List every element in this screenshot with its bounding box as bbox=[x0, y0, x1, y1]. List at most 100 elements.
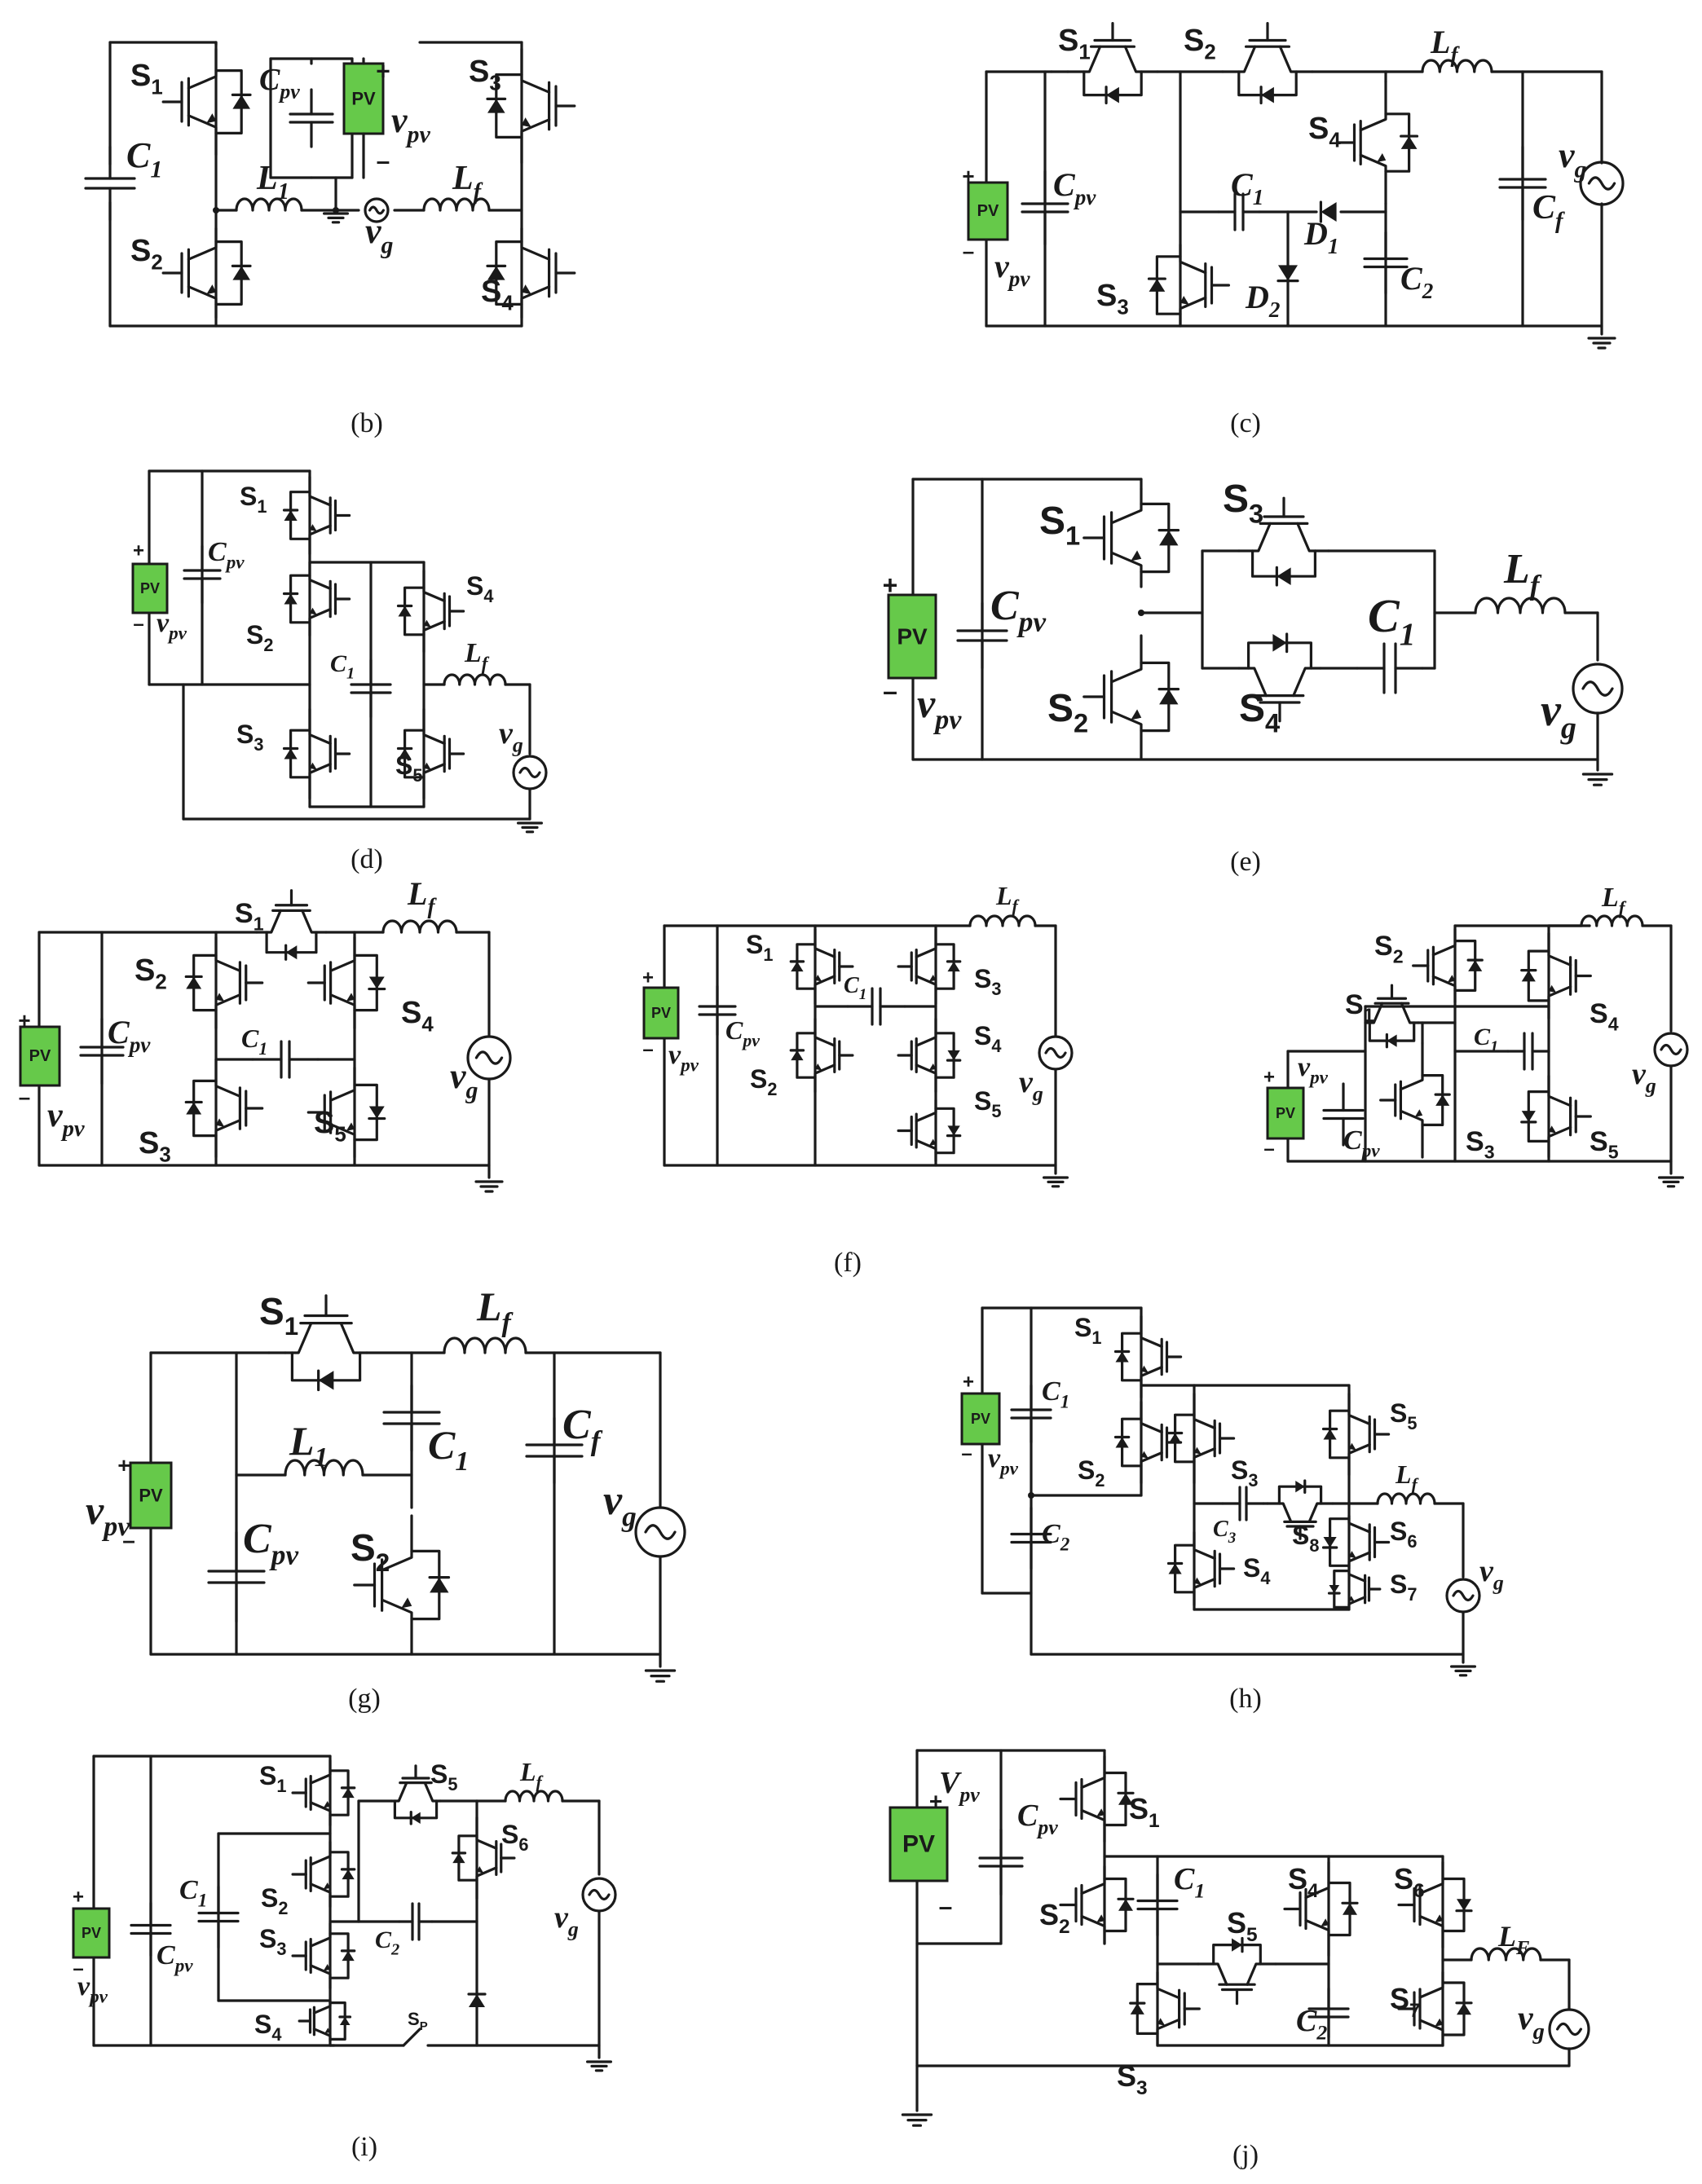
minus-sign: – bbox=[1263, 1138, 1274, 1160]
diode bbox=[1341, 1901, 1359, 1915]
svg-text:PV: PV bbox=[82, 1925, 101, 1941]
inductor bbox=[1421, 59, 1493, 73]
diode bbox=[946, 1050, 962, 1062]
label-cpv: Cpv bbox=[725, 1015, 760, 1050]
svg-text:PV: PV bbox=[651, 1005, 671, 1021]
label-c2: C2 bbox=[1042, 1519, 1070, 1556]
plus-sign: + bbox=[929, 1789, 942, 1814]
label-s3: S3 bbox=[1117, 2059, 1148, 2099]
diode bbox=[1321, 1427, 1338, 1440]
label-c1: C1 bbox=[1174, 1862, 1205, 1903]
label-c2: C2 bbox=[1400, 260, 1433, 303]
grid-ac-source bbox=[512, 755, 548, 790]
label-c1: C1 bbox=[126, 135, 162, 183]
diode bbox=[1147, 277, 1166, 292]
label-vpv: vpv bbox=[77, 1971, 108, 2008]
label-vpv: vpv bbox=[1298, 1052, 1329, 1089]
igbt-switch bbox=[291, 1759, 350, 1827]
diode bbox=[789, 960, 805, 972]
diode bbox=[1385, 1033, 1397, 1049]
diode bbox=[1232, 1936, 1244, 1953]
label-s5: S5 bbox=[1227, 1906, 1258, 1946]
igbt-switch bbox=[1197, 1944, 1277, 2006]
label-cpv: Cpv bbox=[990, 583, 1046, 638]
diode bbox=[338, 2015, 352, 2026]
ground-icon bbox=[517, 821, 543, 834]
plus-sign: + bbox=[962, 164, 974, 188]
igbt-switch bbox=[1397, 1860, 1466, 1949]
igbt-switch bbox=[1283, 1860, 1351, 1957]
capacitor bbox=[398, 1902, 434, 1941]
grid-ac-source bbox=[581, 1877, 617, 1913]
label-s3: S3 bbox=[236, 720, 263, 755]
igbt-switch bbox=[291, 1922, 350, 1990]
igbt-switch bbox=[1237, 496, 1330, 578]
label-c1: C1 bbox=[179, 1875, 207, 1912]
capacitor bbox=[978, 1828, 1024, 1896]
inductor bbox=[235, 197, 303, 212]
svg-text:PV: PV bbox=[971, 1411, 990, 1427]
label-vg: vg bbox=[499, 716, 523, 757]
label-vpv: vpv bbox=[47, 1097, 85, 1142]
igbt-switch bbox=[1082, 634, 1171, 760]
inductor bbox=[443, 1336, 527, 1354]
inductor bbox=[1474, 597, 1567, 614]
diode bbox=[1434, 1093, 1451, 1106]
plus-sign: + bbox=[1263, 1067, 1275, 1089]
label-s1: S1 bbox=[1074, 1313, 1101, 1348]
label-s4: S4 bbox=[1590, 998, 1619, 1035]
diode bbox=[1272, 632, 1289, 654]
caption: (e) bbox=[1230, 847, 1261, 877]
label-vg: vg bbox=[1632, 1057, 1656, 1098]
diode bbox=[1166, 1431, 1184, 1444]
ground-icon bbox=[901, 2113, 933, 2127]
minus-sign: – bbox=[939, 1894, 953, 1921]
capacitor bbox=[1356, 642, 1424, 694]
capacitor bbox=[1010, 1384, 1052, 1444]
igbt-switch bbox=[1059, 1755, 1127, 1843]
diode bbox=[1276, 265, 1299, 283]
diode bbox=[231, 264, 252, 280]
igbt-switch bbox=[1155, 243, 1230, 328]
diode bbox=[231, 93, 252, 109]
label-s1: S1 bbox=[235, 898, 264, 935]
diode bbox=[184, 975, 203, 989]
label-s3: S3 bbox=[259, 1924, 286, 1959]
diode bbox=[340, 1868, 356, 1880]
ground-icon bbox=[1658, 1176, 1684, 1188]
grid-ac-source bbox=[1579, 161, 1625, 206]
label-cpv: Cpv bbox=[1017, 1799, 1058, 1839]
capacitor bbox=[84, 145, 136, 222]
minus-sign: – bbox=[963, 239, 974, 263]
diode bbox=[340, 1949, 356, 1962]
capacitor bbox=[183, 544, 222, 605]
diode bbox=[340, 1786, 356, 1799]
capacitor bbox=[1506, 1032, 1550, 1071]
label-s4: S4 bbox=[254, 2010, 281, 2045]
label-s3: S3 bbox=[1223, 478, 1263, 528]
label-s2: S2 bbox=[1047, 687, 1088, 738]
label-cpv: Cpv bbox=[208, 537, 245, 574]
inductor bbox=[1580, 914, 1644, 927]
label-lf: Lf bbox=[1503, 546, 1542, 601]
diode bbox=[486, 264, 507, 280]
diode bbox=[428, 1576, 451, 1593]
svg-text:PV: PV bbox=[977, 202, 999, 220]
label-cf: Cf bbox=[562, 1402, 603, 1457]
pv-source: PV bbox=[131, 562, 169, 614]
diode bbox=[1157, 529, 1180, 546]
label-l1: L1 bbox=[289, 1418, 328, 1473]
capacitor bbox=[1021, 170, 1069, 246]
igbt-switch bbox=[1174, 1392, 1236, 1485]
plus-sign: + bbox=[642, 967, 654, 989]
label-c1: C1 bbox=[1231, 166, 1263, 209]
label-vpv: Vpv bbox=[939, 1766, 980, 1807]
caption: (c) bbox=[1230, 408, 1261, 438]
igbt-switch bbox=[897, 1017, 955, 1094]
diode bbox=[284, 944, 298, 961]
label-s5: S5 bbox=[395, 751, 422, 786]
label-s5: S5 bbox=[974, 1086, 1001, 1121]
label-lf: Lf bbox=[519, 1757, 545, 1792]
